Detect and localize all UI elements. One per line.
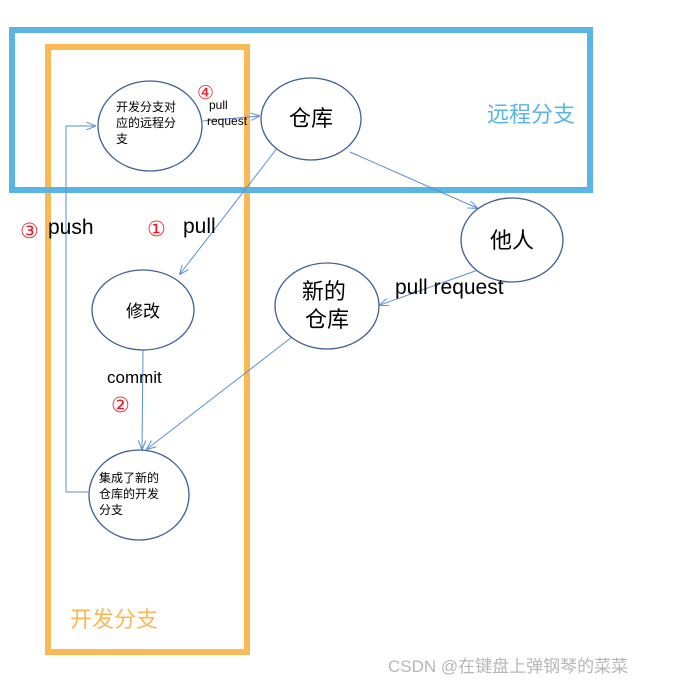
step-1-label: pull (183, 215, 216, 238)
csdn-watermark: CSDN @在键盘上弹钢琴的菜菜 (388, 657, 629, 676)
dev-branch-frame (45, 44, 250, 655)
node-integrated-branch: 集成了新的 仓库的开发 分支 (88, 449, 190, 541)
node-remote-dev-branch-label: 开发分支对 应的远程分 支 (116, 99, 179, 146)
node-new-repo-label: 新的 仓库 (302, 279, 352, 332)
node-repo-label: 仓库 (289, 106, 333, 131)
edge-remote-dev-to-repo (202, 116, 259, 122)
edge-repo-to-modify (180, 146, 279, 274)
edge-modify-to-integrated (142, 349, 143, 449)
node-other-person-label: 他人 (490, 228, 534, 253)
edge-repo-to-other (349, 151, 477, 208)
node-repo: 仓库 (260, 77, 362, 161)
step-3-label: push (48, 216, 94, 239)
step-1-marker: ① (147, 218, 166, 241)
step-2-label: commit (107, 368, 162, 387)
other-pull-request-label: pull request (395, 276, 504, 299)
remote-branch-label: 远程分支 (487, 102, 575, 127)
edge-new-repo-to-integrated (147, 336, 293, 449)
node-remote-dev-branch: 开发分支对 应的远程分 支 (97, 80, 203, 172)
step-4-marker: ④ (197, 83, 214, 104)
dev-branch-label: 开发分支 (70, 607, 158, 632)
step-3-marker: ③ (20, 220, 39, 243)
node-other-person: 他人 (460, 197, 564, 283)
node-modify: 修改 (91, 269, 195, 351)
remote-branch-frame (9, 27, 593, 193)
edge-other-to-new-repo (380, 269, 479, 305)
step-2-marker: ② (111, 394, 130, 417)
edge-push-to-remote-dev (65, 126, 95, 493)
node-new-repo: 新的 仓库 (274, 262, 380, 350)
step-4-label: pull request (207, 98, 248, 128)
node-modify-label: 修改 (126, 302, 160, 321)
node-integrated-branch-label: 集成了新的 仓库的开发 分支 (99, 470, 162, 517)
